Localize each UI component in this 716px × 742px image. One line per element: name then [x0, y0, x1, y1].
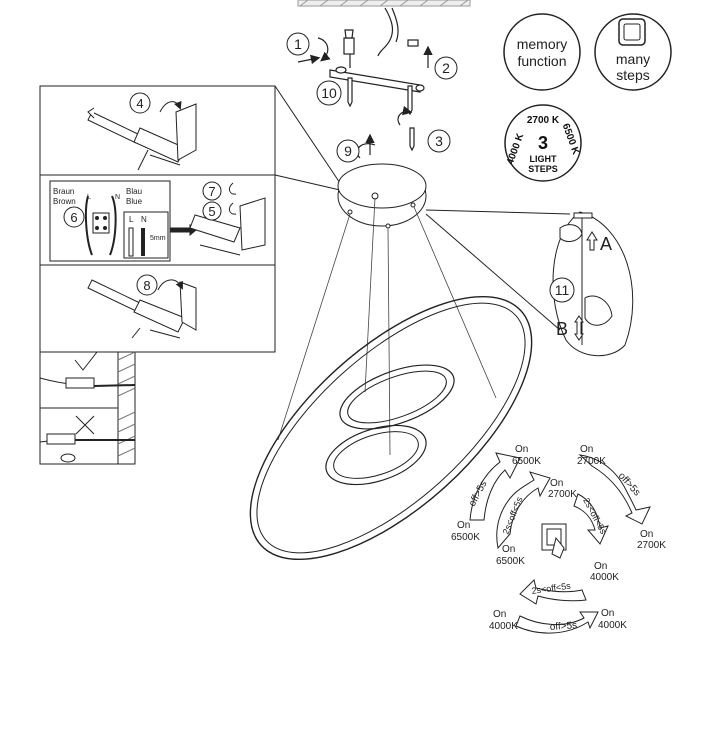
step-4: 4 — [129, 92, 151, 114]
step-11: 11 — [549, 277, 575, 303]
svg-text:N: N — [115, 194, 120, 201]
step-1: 1 — [286, 32, 310, 56]
panel-close-cover — [87, 279, 197, 339]
svg-text:5mm: 5mm — [150, 235, 166, 242]
svg-text:On: On — [640, 529, 653, 540]
ceiling — [297, 0, 471, 7]
panel-wiring: Braun Brown Blau Blue L N L N 5mm — [49, 180, 266, 262]
svg-text:On: On — [493, 609, 506, 620]
svg-text:3: 3 — [435, 133, 443, 149]
svg-text:On: On — [594, 561, 607, 572]
svg-text:8: 8 — [143, 278, 150, 293]
mounting-correct-incorrect — [39, 351, 136, 465]
step-2: 2 — [434, 56, 458, 80]
svg-text:On: On — [515, 444, 528, 455]
svg-text:10: 10 — [321, 85, 337, 101]
step-5: 5 — [202, 201, 222, 221]
canopy — [337, 163, 427, 229]
svg-text:4000K: 4000K — [598, 620, 627, 631]
wall-switch-icon — [541, 523, 567, 559]
svg-text:steps: steps — [616, 67, 649, 83]
cycle-arrows — [469, 452, 651, 634]
panel-connector-cover — [87, 100, 197, 171]
step-9: 9 — [336, 139, 360, 163]
svg-text:6: 6 — [70, 210, 77, 225]
step-7: 7 — [202, 181, 222, 201]
cycle-off-label-3: off>5s — [549, 620, 577, 633]
pull-label-a: A — [600, 234, 612, 254]
svg-text:N: N — [141, 215, 147, 224]
svg-text:memory: memory — [517, 36, 568, 52]
svg-text:4000K: 4000K — [590, 572, 619, 583]
svg-text:On: On — [550, 478, 563, 489]
step-10: 10 — [316, 80, 342, 106]
svg-text:3: 3 — [538, 133, 548, 153]
svg-text:9: 9 — [344, 143, 352, 159]
svg-text:Blue: Blue — [126, 197, 143, 206]
svg-text:11: 11 — [555, 282, 570, 298]
svg-text:2700K: 2700K — [637, 540, 666, 551]
svg-text:Brown: Brown — [53, 197, 76, 206]
memory-function-badge: memory function — [503, 13, 581, 91]
svg-text:LIGHT: LIGHT — [530, 154, 557, 164]
svg-text:On: On — [502, 544, 515, 555]
svg-text:L: L — [129, 215, 134, 224]
step-3: 3 — [427, 129, 451, 153]
svg-text:6500K: 6500K — [496, 556, 525, 567]
svg-text:On: On — [580, 444, 593, 455]
many-steps-badge: many steps — [594, 13, 672, 91]
cycle-states: On 6500K On 2700K On 6500K On 2700K On 6… — [451, 444, 666, 632]
lamp-rings — [249, 295, 533, 561]
svg-text:On: On — [457, 520, 470, 531]
suspension-wires — [277, 197, 497, 456]
svg-text:6500K: 6500K — [512, 456, 541, 467]
light-steps-badge: 2700 K 4000 K 6500 K 3 LIGHT STEPS — [504, 104, 582, 182]
svg-text:2700K: 2700K — [577, 456, 606, 467]
svg-text:5: 5 — [208, 204, 215, 219]
svg-text:STEPS: STEPS — [528, 164, 558, 174]
step-6: 6 — [63, 206, 85, 228]
svg-text:L: L — [87, 194, 91, 201]
pull-switch-callout — [425, 209, 634, 357]
svg-text:4: 4 — [136, 96, 143, 111]
svg-text:7: 7 — [208, 184, 215, 199]
check-icon — [74, 351, 98, 371]
svg-text:many: many — [616, 51, 650, 67]
svg-text:6500K: 6500K — [451, 532, 480, 543]
svg-text:2700K: 2700K — [548, 489, 577, 500]
svg-text:1: 1 — [294, 36, 302, 52]
step-8: 8 — [136, 274, 158, 296]
cross-icon — [75, 415, 95, 435]
pull-label-b: B — [556, 319, 568, 339]
svg-text:function: function — [517, 53, 566, 69]
svg-text:Braun: Braun — [53, 187, 74, 196]
svg-text:On: On — [601, 608, 614, 619]
svg-text:2: 2 — [442, 60, 450, 76]
svg-text:4000K: 4000K — [489, 621, 518, 632]
svg-text:Blau: Blau — [126, 187, 142, 196]
svg-text:2700 K: 2700 K — [527, 115, 560, 126]
mounting-bracket — [297, 7, 433, 159]
